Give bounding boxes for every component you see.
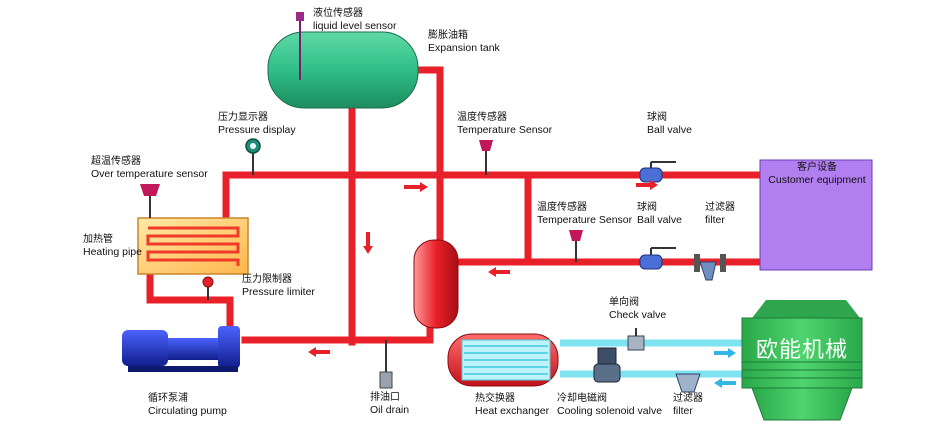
ball-valve-mid [639, 247, 676, 270]
filter-mid [694, 254, 726, 281]
arrow-left-icon [488, 267, 510, 277]
cooling-tower [741, 300, 863, 421]
filter-mid-label: 过滤器 filter [705, 202, 735, 226]
arrow-right-icon [636, 180, 658, 190]
arrow-left-icon [714, 378, 736, 388]
temp-sensor-mid-zh: 温度传感器 [537, 202, 587, 213]
filter-bottom [675, 373, 701, 393]
pressure-limiter [202, 276, 214, 300]
over-temp-sensor-en: Over temperature sensor [91, 168, 208, 180]
tower-brand-text: 欧能机械 [755, 338, 848, 363]
liquid-level-sensor-label: 液位传感器 liquid level sensor [313, 8, 396, 32]
pressure-display-label: 压力显示器 Pressure display [218, 112, 296, 136]
filter-bottom-zh: 过滤器 [673, 393, 703, 404]
temp-sensor-mid-en: Temperature Sensor [537, 214, 633, 226]
filter-mid-zh: 过滤器 [705, 202, 735, 213]
temp-sensor-top-en: Temperature Sensor [457, 124, 553, 136]
customer-equipment-label: 客户设备 Customer equipment [762, 161, 872, 187]
temp-sensor-top-label: 温度传感器 Temperature Sensor [457, 112, 552, 136]
pressure-display-en: Pressure display [218, 124, 296, 136]
ball-valve-top-zh: 球阀 [647, 112, 667, 123]
separator-vessel [413, 239, 459, 329]
supply-pipe [222, 171, 764, 236]
heating-pipe-en: Heating pipe [83, 246, 142, 258]
filter-bottom-en: filter [673, 405, 693, 417]
arrow-down-icon [363, 232, 373, 254]
cooling-solenoid-valve-label: 冷却电磁阀 Cooling solenoid valve [557, 393, 662, 417]
ball-valve-top-en: Ball valve [647, 124, 692, 136]
ball-valve-top-label: 球阀 Ball valve [647, 112, 692, 136]
expansion-tank-label: 膨胀油箱 Expansion tank [428, 30, 500, 54]
ball-valve-mid-zh: 球阀 [637, 202, 657, 213]
filter-bottom-label: 过滤器 filter [673, 393, 703, 417]
temp-sensor-top [479, 140, 493, 175]
customer-equipment-en: Customer equipment [768, 174, 866, 186]
heating-pipe-label: 加热管 Heating pipe [83, 234, 142, 258]
check-valve-zh: 单向阀 [609, 297, 639, 308]
circulating-pump-en: Circulating pump [148, 405, 227, 417]
pressure-limiter-en: Pressure limiter [242, 286, 315, 298]
circulating-pump-zh: 循环泵浦 [148, 393, 188, 404]
ball-valve-top [639, 161, 676, 183]
arrow-right-icon [714, 348, 736, 358]
filter-mid-en: filter [705, 214, 725, 226]
arrow-left-icon [308, 347, 330, 357]
check-valve-en: Check valve [609, 309, 667, 321]
heat-exchanger-zh: 热交换器 [475, 393, 515, 404]
ball-valve-mid-label: 球阀 Ball valve [637, 202, 682, 226]
heat-exchanger-label: 热交换器 Heat exchanger [475, 393, 549, 417]
flow-arrows-hot [308, 180, 658, 357]
liquid-level-sensor-zh: 液位传感器 [313, 8, 363, 19]
oil-drain-zh: 排油口 [370, 392, 400, 403]
ball-valve-mid-en: Ball valve [637, 214, 682, 226]
tank-return-pipe [401, 66, 444, 244]
over-temp-sensor-label: 超温传感器 Over temperature sensor [91, 156, 208, 180]
pressure-limiter-zh: 压力限制器 [242, 274, 292, 285]
expansion-tank [267, 12, 419, 109]
cooling-solenoid-valve [593, 347, 621, 383]
temp-sensor-top-zh: 温度传感器 [457, 112, 507, 123]
circulating-pump-label: 循环泵浦 Circulating pump [148, 393, 227, 417]
temp-sensor-mid [569, 230, 583, 262]
oil-drain-valve [379, 340, 393, 389]
customer-equipment-zh: 客户设备 [797, 162, 837, 173]
arrow-right-icon [404, 182, 428, 192]
heater-box [137, 184, 249, 275]
cooling-water-pipes [560, 339, 745, 378]
liquid-level-sensor-en: liquid level sensor [313, 20, 397, 32]
check-valve-label: 单向阀 Check valve [609, 297, 666, 321]
pressure-limiter-label: 压力限制器 Pressure limiter [242, 274, 315, 298]
customer-equipment-box [759, 159, 873, 271]
heat-exchanger-body [447, 333, 559, 387]
check-valve [627, 328, 645, 351]
heat-exchanger-en: Heat exchanger [475, 405, 550, 417]
over-temp-sensor-zh: 超温传感器 [91, 156, 141, 167]
heating-pipe-zh: 加热管 [83, 234, 113, 245]
heater-pump-pipe [146, 268, 234, 330]
expansion-tank-en: Expansion tank [428, 42, 500, 54]
temp-sensor-mid-label: 温度传感器 Temperature Sensor [537, 202, 632, 226]
oil-drain-label: 排油口 Oil drain [370, 392, 409, 416]
cooling-solenoid-valve-zh: 冷却电磁阀 [557, 393, 607, 404]
expansion-tank-zh: 膨胀油箱 [428, 30, 468, 41]
oil-drain-en: Oil drain [370, 404, 410, 416]
cooling-solenoid-valve-en: Cooling solenoid valve [557, 405, 663, 417]
flow-arrows-cool [714, 348, 736, 388]
pressure-display-zh: 压力显示器 [218, 112, 268, 123]
pressure-gauge [245, 138, 261, 175]
circulating-pump [122, 326, 240, 372]
